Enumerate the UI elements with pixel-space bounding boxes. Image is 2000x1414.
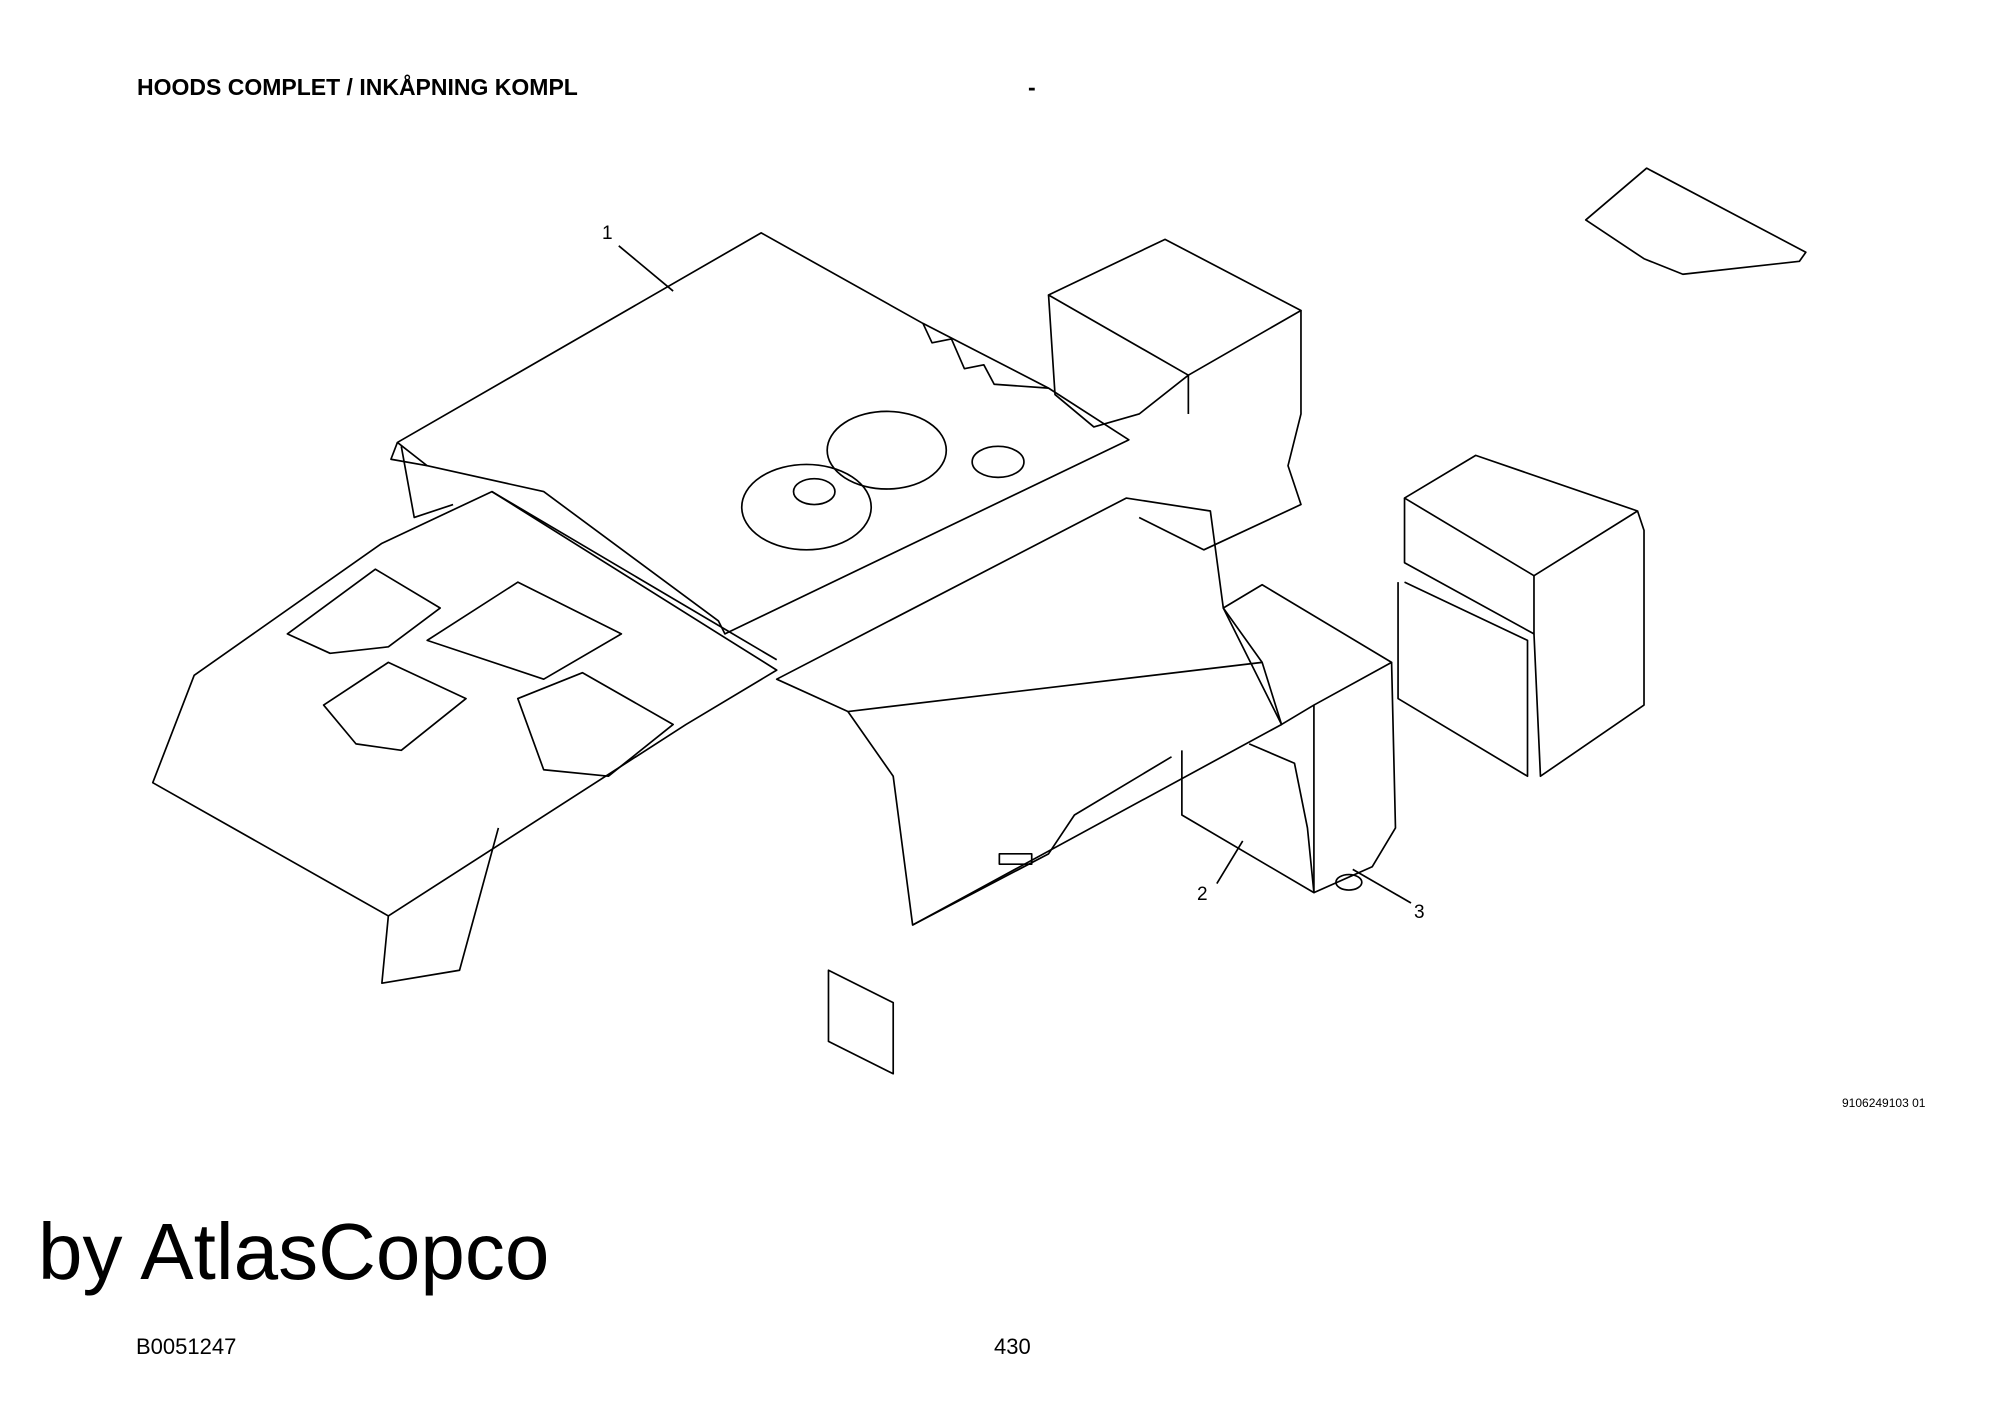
left-panel <box>151 446 778 985</box>
front-hood <box>775 497 1283 926</box>
top-cover-plate <box>1584 167 1807 276</box>
document-code: B0051247 <box>136 1334 237 1359</box>
leader-lines <box>618 245 1412 904</box>
callout-1: 1 <box>602 223 613 244</box>
drawing-number: 9106249103 01 <box>1842 1096 1926 1110</box>
right-box <box>1397 454 1645 778</box>
title-dash: - <box>1028 74 1036 100</box>
top-plate <box>390 232 1130 661</box>
callout-3: 3 <box>1414 902 1425 923</box>
rear-box <box>1047 238 1302 551</box>
access-cover <box>827 969 895 1075</box>
page-number: 430 <box>994 1334 1031 1359</box>
lower-box <box>1181 583 1397 894</box>
page-title: HOODS COMPLET / INKÅPNING KOMPL <box>137 74 578 100</box>
callout-2: 2 <box>1197 884 1208 905</box>
watermark: by AtlasCopco <box>38 1207 550 1296</box>
